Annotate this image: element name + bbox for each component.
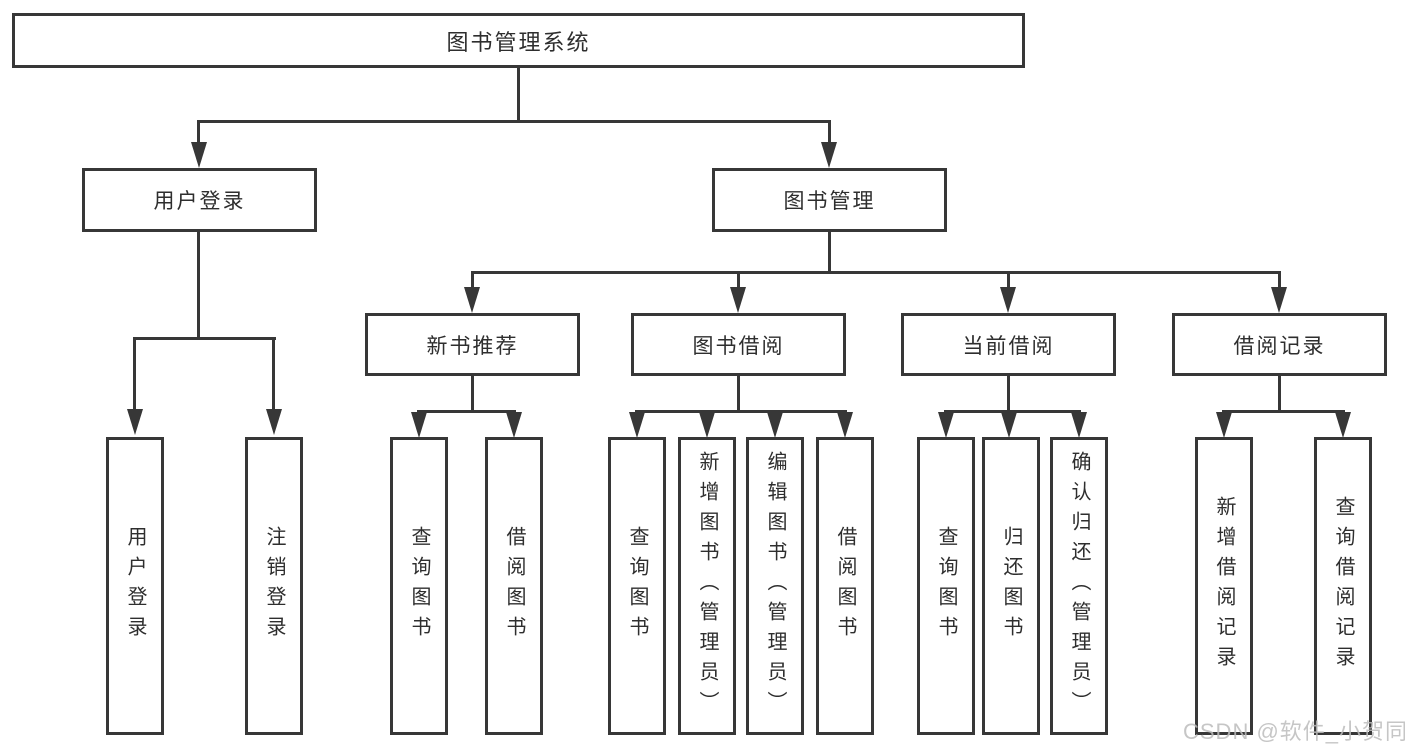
node-br-query-record: 查询借阅记录: [1314, 437, 1372, 735]
connector-line: [417, 410, 516, 413]
connector-line: [471, 271, 1281, 274]
node-label: 查询借阅记录: [1332, 496, 1354, 676]
arrow-down-icon: [506, 412, 522, 438]
connector-line: [1278, 374, 1281, 413]
node-new-book-recommend: 新书推荐: [365, 313, 580, 376]
node-label: 新增图书（管理员）: [696, 451, 718, 721]
node-label: 当前借阅: [962, 334, 1055, 358]
node-logout: 注销登录: [245, 437, 303, 735]
node-label: 图书管理系统: [446, 29, 591, 55]
arrow-down-icon: [730, 287, 746, 313]
connector-line: [828, 231, 831, 274]
connector-line: [1007, 374, 1010, 413]
arrow-down-icon: [127, 409, 143, 435]
node-label: 借阅图书: [834, 526, 856, 646]
connector-line: [737, 374, 740, 413]
arrow-down-icon: [411, 412, 427, 438]
connector-line: [635, 410, 847, 413]
node-label: 图书管理: [783, 190, 876, 213]
node-book-management: 图书管理: [712, 168, 947, 232]
arrow-down-icon: [629, 412, 645, 438]
connector-line: [197, 120, 831, 123]
csdn-watermark: CSDN @软件_小贺同学: [1183, 719, 1405, 744]
arrow-down-icon: [464, 287, 480, 313]
node-cb-query-books: 查询图书: [917, 437, 975, 735]
connector-line: [944, 410, 1081, 413]
node-user-login-leaf: 用户登录: [106, 437, 164, 735]
node-library-management-system: 图书管理系统: [12, 13, 1025, 68]
node-bb-borrow-books: 借阅图书: [816, 437, 874, 735]
node-label: 查询图书: [626, 526, 648, 646]
node-book-borrowing: 图书借阅: [631, 313, 846, 376]
node-bb-edit-books-admin: 编辑图书（管理员）: [746, 437, 804, 735]
node-label: 借阅记录: [1233, 334, 1326, 358]
node-label: 用户登录: [124, 526, 146, 646]
node-cb-return-books: 归还图书: [982, 437, 1040, 735]
connector-line: [1278, 271, 1281, 290]
arrow-down-icon: [699, 412, 715, 438]
connector-line: [197, 120, 200, 146]
node-bb-query-books: 查询图书: [608, 437, 666, 735]
node-label: 查询图书: [935, 526, 957, 646]
node-label: 编辑图书（管理员）: [764, 451, 786, 721]
node-label: 注销登录: [263, 526, 285, 646]
node-label: 归还图书: [1000, 526, 1022, 646]
arrow-down-icon: [266, 409, 282, 435]
node-label: 新书推荐: [426, 334, 519, 358]
node-label: 查询图书: [408, 526, 430, 646]
connector-line: [828, 120, 831, 146]
arrow-down-icon: [767, 412, 783, 438]
node-label: 新增借阅记录: [1213, 496, 1235, 676]
connector-line: [272, 337, 275, 413]
arrow-down-icon: [1000, 287, 1016, 313]
node-label: 确认归还（管理员）: [1068, 451, 1090, 721]
arrow-down-icon: [1216, 412, 1232, 438]
arrow-down-icon: [821, 142, 837, 168]
connector-line: [133, 337, 136, 413]
connector-line: [517, 66, 520, 122]
node-borrow-records: 借阅记录: [1172, 313, 1387, 376]
node-cb-confirm-return-admin: 确认归还（管理员）: [1050, 437, 1108, 735]
connector-line: [471, 271, 474, 290]
node-label: 借阅图书: [503, 526, 525, 646]
arrow-down-icon: [1071, 412, 1087, 438]
node-current-borrowing: 当前借阅: [901, 313, 1116, 376]
connector-line: [133, 337, 276, 340]
arrow-down-icon: [1001, 412, 1017, 438]
node-nb-query-books: 查询图书: [390, 437, 448, 735]
node-label: 图书借阅: [692, 334, 785, 358]
connector-line: [1007, 271, 1010, 290]
arrow-down-icon: [191, 142, 207, 168]
connector-line: [197, 231, 200, 339]
node-label: 用户登录: [153, 190, 246, 213]
arrow-down-icon: [938, 412, 954, 438]
connector-line: [471, 374, 474, 413]
arrow-down-icon: [1271, 287, 1287, 313]
node-nb-borrow-books: 借阅图书: [485, 437, 543, 735]
arrow-down-icon: [1335, 412, 1351, 438]
connector-line: [1222, 410, 1345, 413]
node-bb-add-books-admin: 新增图书（管理员）: [678, 437, 736, 735]
connector-line: [737, 271, 740, 290]
node-user-login: 用户登录: [82, 168, 317, 232]
arrow-down-icon: [837, 412, 853, 438]
node-br-add-record: 新增借阅记录: [1195, 437, 1253, 735]
